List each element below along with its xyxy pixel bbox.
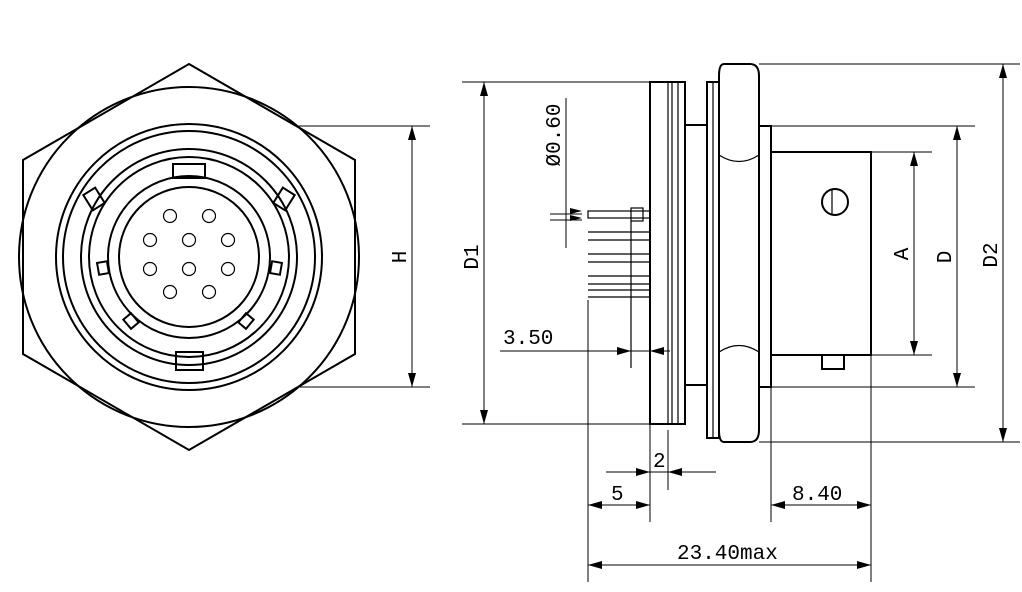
key-slot-lower-left <box>121 311 141 331</box>
arrowhead <box>857 501 871 509</box>
arrowhead <box>480 410 488 424</box>
arrowhead <box>480 82 488 96</box>
label-d2: D2 <box>981 242 1004 267</box>
label-phi: Ø0.60 <box>544 103 567 166</box>
label-d: D <box>935 251 958 264</box>
arrowhead <box>910 152 918 166</box>
arrowhead <box>953 373 961 387</box>
insert-face-circle <box>118 186 260 328</box>
solder-pin <box>587 210 651 219</box>
insert-mid-circle <box>88 156 290 358</box>
hex-nut-side <box>718 63 760 443</box>
arrowhead <box>999 64 1007 78</box>
label-d1: D1 <box>462 244 485 269</box>
arrowhead <box>953 126 961 140</box>
label-2: 2 <box>653 451 666 474</box>
pin-contact <box>162 208 178 224</box>
arrowhead <box>650 347 664 355</box>
bayonet-stud <box>821 354 845 370</box>
key-slot-lower-right <box>236 311 256 331</box>
label-2340: 23.40max <box>677 543 778 566</box>
shell-circle <box>62 130 316 384</box>
pin-contact <box>201 208 217 224</box>
arrowhead <box>408 373 416 387</box>
pin-contact <box>181 261 197 277</box>
key-indicator <box>821 188 849 216</box>
pin-contact <box>201 284 217 300</box>
side-view: D1 Ø0.60 3.50 2 5 8.40 <box>462 63 1020 582</box>
arrowhead <box>408 126 416 140</box>
label-h: H <box>390 251 413 264</box>
front-view: H <box>18 62 430 452</box>
arrowhead <box>636 468 650 476</box>
bayonet-lug-upper-right <box>271 186 297 212</box>
hex-nut-outline <box>22 62 356 452</box>
bayonet-lug-top <box>172 163 206 179</box>
hex-nut-flat-lower <box>718 344 760 353</box>
label-350: 3.50 <box>503 328 553 351</box>
key-slot-right <box>268 260 284 276</box>
pin-contact <box>181 232 197 248</box>
arrowhead <box>668 468 682 476</box>
arrowhead <box>999 428 1007 442</box>
flange-inner-circle <box>55 123 323 391</box>
arrowhead <box>910 341 918 355</box>
arrowhead <box>857 561 871 569</box>
pin-contact <box>162 284 178 300</box>
label-5: 5 <box>611 484 624 507</box>
arrowhead <box>570 208 582 214</box>
pin-contact <box>220 232 236 248</box>
shell-collar <box>758 125 772 388</box>
arrowhead <box>588 501 602 509</box>
bayonet-lug-bottom <box>175 351 204 371</box>
label-840: 8.40 <box>792 484 842 507</box>
pin-contact <box>142 232 158 248</box>
outer-flange-circle <box>18 86 360 428</box>
pin-contact <box>220 261 236 277</box>
arrowhead <box>588 561 602 569</box>
arrowhead <box>771 501 785 509</box>
arrowhead <box>636 501 650 509</box>
key-slot-left <box>95 260 111 276</box>
insert-ring-circle <box>107 175 271 339</box>
body-segment <box>684 124 708 386</box>
arrowhead <box>570 215 582 221</box>
receptacle-shell <box>770 151 872 356</box>
pin-contact <box>142 261 158 277</box>
label-a: A <box>892 247 915 260</box>
arrowhead <box>617 347 631 355</box>
hex-nut-flat-upper <box>718 154 760 163</box>
insert-outer-circle <box>80 148 298 366</box>
bayonet-lug-upper-left <box>81 186 107 212</box>
solder-pin-tip <box>630 207 644 222</box>
